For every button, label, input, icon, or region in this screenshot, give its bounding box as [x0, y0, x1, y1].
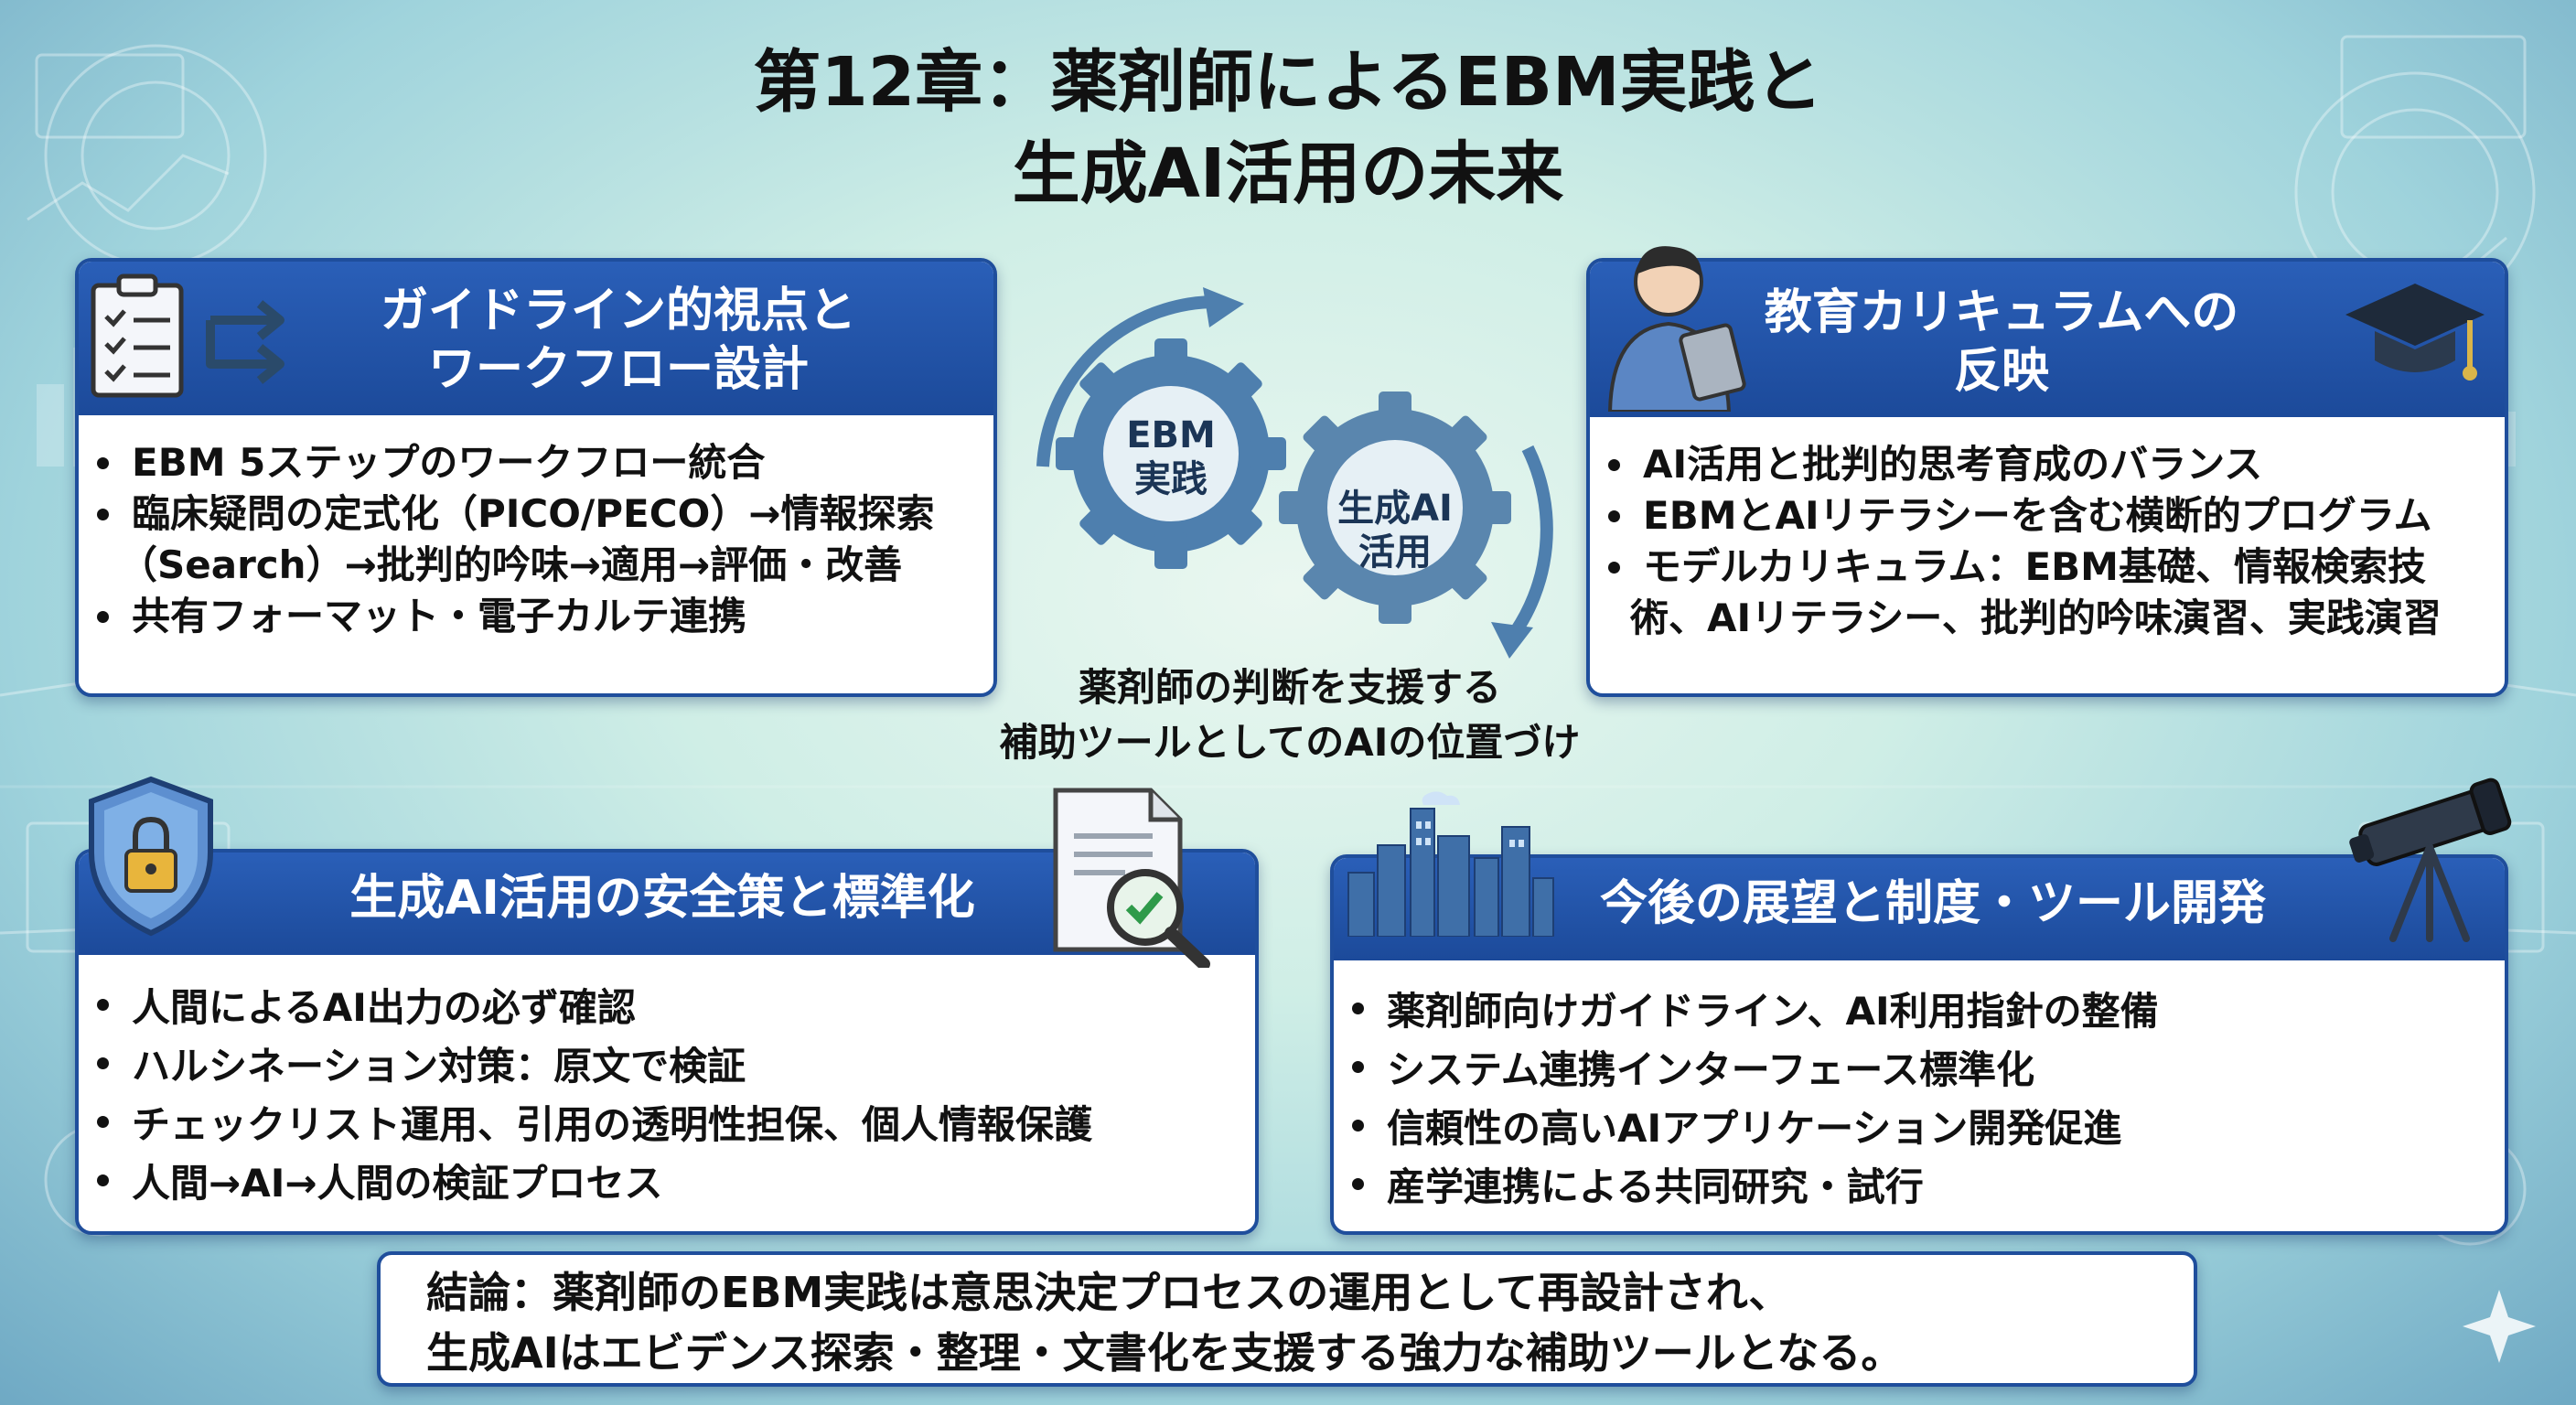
gear-label-ai-line2: 活用 — [1358, 531, 1432, 574]
list-item: 人間→AI→人間の検証プロセス — [79, 1154, 1255, 1213]
gear-label-ebm: EBM 実践 — [1116, 413, 1226, 501]
list-item: システム連携インターフェース標準化 — [1334, 1041, 2505, 1099]
list-item: ハルシネーション対策：原文で検証 — [79, 1037, 1255, 1096]
title-line2: 生成AI活用の未来 — [1012, 134, 1564, 213]
list-item: 信頼性の高いAIアプリケーション開発促進 — [1334, 1099, 2505, 1158]
checklist-icon — [91, 273, 184, 398]
guideline-list: EBM 5ステップのワークフロー統合 臨床疑問の定式化（PICO/PECO）→情… — [79, 437, 993, 642]
conclusion-line1: 結論：薬剤師のEBM実践は意思決定プロセスの運用として再設計され、 — [426, 1268, 1791, 1317]
conclusion-box: 結論：薬剤師のEBM実践は意思決定プロセスの運用として再設計され、 生成AIはエ… — [377, 1251, 2197, 1387]
list-item: 臨床疑問の定式化（PICO/PECO）→情報探索 — [79, 488, 993, 540]
list-item: 産学連携による共同研究・試行 — [1334, 1158, 2505, 1217]
list-item: モデルカリキュラム：EBM基礎、情報検索技 — [1590, 542, 2505, 593]
list-item: 共有フォーマット・電子カルテ連携 — [79, 591, 993, 642]
shield-lock-icon — [89, 776, 213, 937]
gear-label-ai: 生成AI 活用 — [1331, 487, 1459, 574]
center-caption-line2: 補助ツールとしてのAIの位置づけ — [999, 720, 1581, 765]
center-caption-line1: 薬剤師の判断を支援する — [1078, 665, 1501, 710]
education-heading: 教育カリキュラムへの 反映 — [1590, 262, 2505, 417]
list-item: EBM 5ステップのワークフロー統合 — [79, 437, 993, 488]
page-title: 第12章：薬剤師によるEBM実践と 生成AI活用の未来 — [0, 37, 2576, 220]
guideline-heading-line1: ガイドライン的視点と — [380, 284, 856, 338]
sparkle-icon — [2463, 1290, 2536, 1363]
center-caption: 薬剤師の判断を支援する 補助ツールとしてのAIの位置づけ — [970, 660, 1610, 770]
list-item: EBMとAIリテラシーを含む横断的プログラム — [1590, 490, 2505, 542]
document-magnifier-icon — [1053, 788, 1210, 968]
telescope-icon — [2349, 778, 2512, 942]
list-item: 薬剤師向けガイドライン、AI利用指針の整備 — [1334, 982, 2505, 1041]
education-heading-line1: 教育カリキュラムへの — [1764, 285, 2239, 340]
title-line1: 第12章：薬剤師によるEBM実践と — [753, 43, 1823, 122]
education-heading-line2: 反映 — [1953, 344, 2049, 399]
list-item-continuation: 術、AIリテラシー、批判的吟味演習、実践演習 — [1630, 595, 2442, 640]
guideline-heading: ガイドライン的視点と ワークフロー設計 — [79, 262, 993, 415]
gear-icon — [1279, 391, 1511, 624]
guideline-heading-line2: ワークフロー設計 — [427, 342, 809, 397]
gear-label-ebm-line1: EBM — [1126, 414, 1216, 456]
list-item: 人間によるAI出力の必ず確認 — [79, 979, 1255, 1037]
flow-arrows-icon — [206, 300, 284, 384]
gear-icon — [1056, 338, 1286, 569]
safety-list: 人間によるAI出力の必ず確認 ハルシネーション対策：原文で検証 チェックリスト運… — [79, 979, 1255, 1213]
conclusion-line2: 生成AIはエビデンス探索・整理・文書化を支援する強力な補助ツールとなる。 — [426, 1328, 1904, 1378]
gear-label-ai-line1: 生成AI — [1337, 488, 1453, 530]
education-list: AI活用と批判的思考育成のバランス EBMとAIリテラシーを含む横断的プログラム… — [1590, 439, 2505, 644]
city-skyline-icon — [1347, 791, 1554, 937]
list-item: チェックリスト運用、引用の透明性担保、個人情報保護 — [79, 1096, 1255, 1154]
education-panel: 教育カリキュラムへの 反映 AI活用と批判的思考育成のバランス EBMとAIリテ… — [1586, 258, 2508, 697]
guideline-panel: ガイドライン的視点と ワークフロー設計 EBM 5ステップのワークフロー統合 臨… — [75, 258, 997, 697]
graduation-cap-icon — [2345, 284, 2485, 381]
person-tablet-icon — [1607, 246, 1746, 412]
list-item: AI活用と批判的思考育成のバランス — [1590, 439, 2505, 490]
gear-label-ebm-line2: 実践 — [1134, 458, 1208, 500]
future-list: 薬剤師向けガイドライン、AI利用指針の整備 システム連携インターフェース標準化 … — [1334, 982, 2505, 1217]
gears-diagram — [1036, 287, 1553, 659]
list-item-continuation: （Search）→批判的吟味→適用→評価・改善 — [119, 542, 903, 587]
